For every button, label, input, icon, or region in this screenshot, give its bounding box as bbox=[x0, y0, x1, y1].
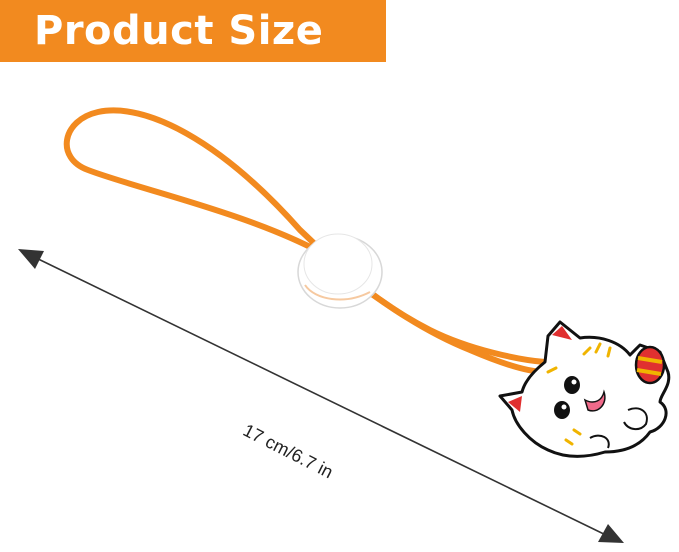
cord-toggle bbox=[297, 233, 383, 309]
banner-title: Product Size bbox=[34, 8, 324, 54]
dimension-line bbox=[29, 254, 613, 539]
arrow-head-right-icon bbox=[598, 524, 624, 543]
product-size-banner: Product Size bbox=[0, 0, 386, 62]
arrow-head-left-icon bbox=[18, 249, 44, 269]
elastic-cord bbox=[63, 107, 548, 375]
lucky-cat-charm-icon bbox=[498, 320, 671, 458]
